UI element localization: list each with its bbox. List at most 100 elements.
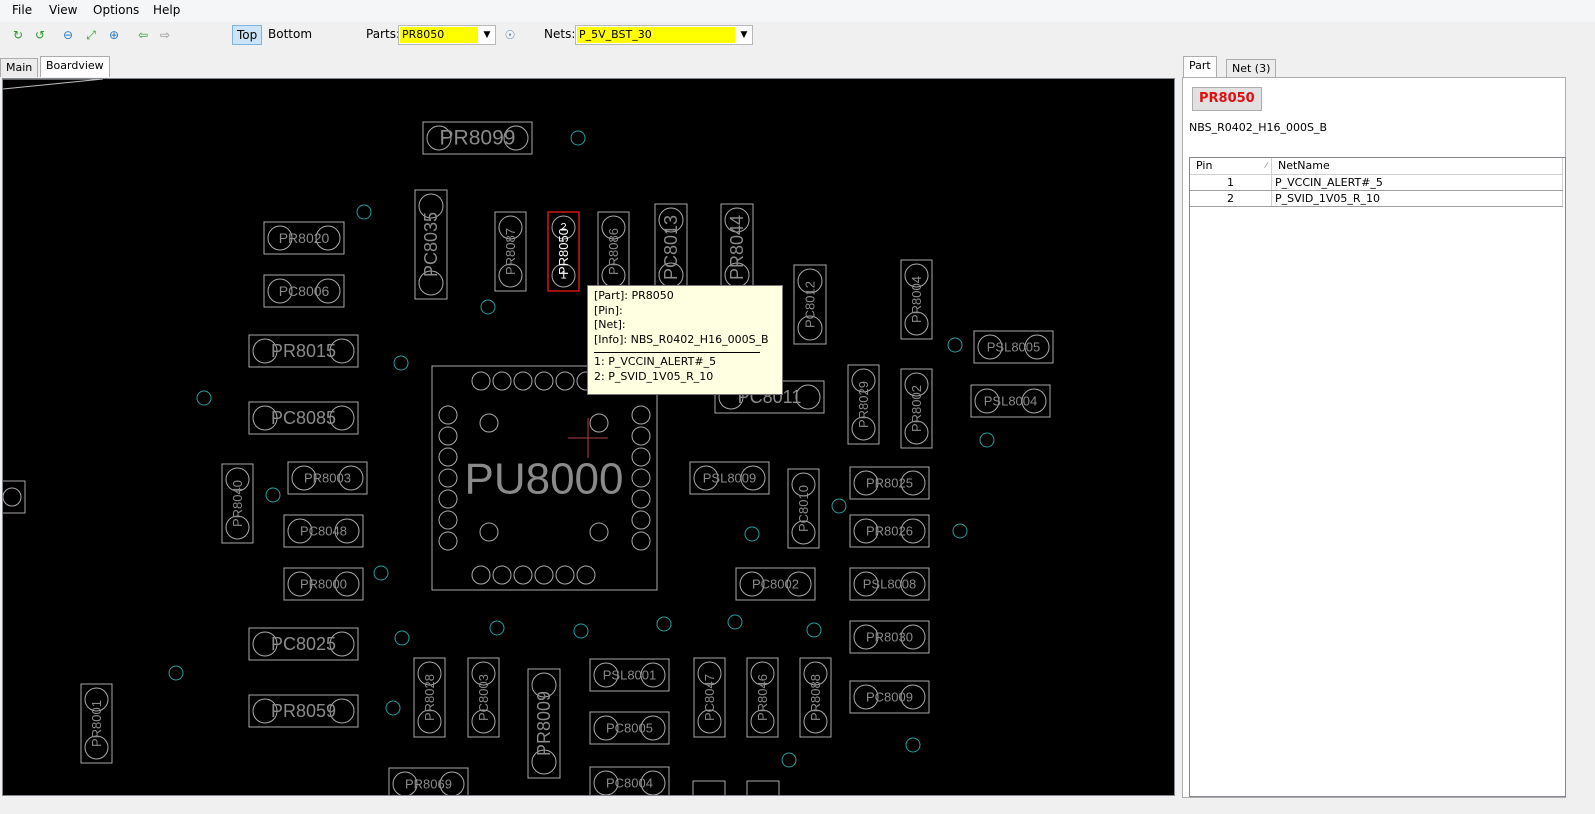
pad[interactable] bbox=[853, 470, 879, 496]
pad[interactable] bbox=[438, 510, 458, 530]
pad[interactable] bbox=[724, 207, 750, 233]
pad[interactable] bbox=[418, 270, 444, 296]
parts-combo[interactable]: PR8050 ▼ bbox=[398, 25, 496, 45]
component-pr8030[interactable]: PR8030 bbox=[849, 620, 930, 654]
pad[interactable] bbox=[589, 413, 609, 433]
pad[interactable] bbox=[640, 662, 666, 688]
via[interactable] bbox=[489, 620, 505, 636]
via[interactable] bbox=[373, 565, 389, 581]
component-partial[interactable] bbox=[692, 780, 726, 795]
component-pc8004[interactable]: PC8004 bbox=[589, 766, 670, 795]
pad[interactable] bbox=[853, 684, 879, 710]
component-pr8086[interactable]: PR8086 bbox=[597, 211, 630, 292]
pad[interactable] bbox=[252, 631, 278, 657]
component-pc8006[interactable]: PC8006 bbox=[263, 274, 345, 308]
component-pu8000[interactable]: PU8000 bbox=[431, 365, 658, 591]
pad[interactable] bbox=[438, 447, 458, 467]
pad[interactable] bbox=[1021, 388, 1047, 414]
component-pr8002[interactable]: PR8002 bbox=[900, 368, 933, 449]
pad[interactable] bbox=[225, 515, 250, 540]
pad[interactable] bbox=[697, 709, 722, 734]
component-pc8012[interactable]: PC8012 bbox=[793, 264, 827, 345]
via[interactable] bbox=[831, 498, 847, 514]
pad[interactable] bbox=[225, 467, 250, 492]
pad[interactable] bbox=[513, 371, 533, 391]
refresh-icon[interactable]: ↺ bbox=[34, 28, 46, 42]
pad[interactable] bbox=[551, 215, 576, 240]
via[interactable] bbox=[806, 622, 822, 638]
menu-options[interactable]: Options bbox=[93, 3, 140, 17]
pad[interactable] bbox=[471, 709, 496, 734]
pad[interactable] bbox=[900, 518, 926, 544]
component-pr8087[interactable]: PR8087 bbox=[494, 211, 527, 292]
pad[interactable] bbox=[593, 662, 619, 688]
pad[interactable] bbox=[438, 489, 458, 509]
zoom-fit-icon[interactable]: ⤢ bbox=[86, 28, 96, 42]
component-partial[interactable] bbox=[3, 480, 26, 514]
pad[interactable] bbox=[492, 371, 512, 391]
via[interactable] bbox=[744, 526, 760, 542]
via[interactable] bbox=[168, 665, 184, 681]
via[interactable] bbox=[385, 700, 401, 716]
pad[interactable] bbox=[803, 661, 828, 686]
pad[interactable] bbox=[803, 709, 828, 734]
component-pr8009[interactable]: PR8009 bbox=[527, 668, 561, 779]
pad[interactable] bbox=[471, 661, 496, 686]
pad[interactable] bbox=[853, 571, 879, 597]
component-pc8003[interactable]: PC8003 bbox=[467, 657, 500, 738]
pad[interactable] bbox=[513, 565, 533, 585]
via[interactable] bbox=[573, 623, 589, 639]
chevron-down-icon[interactable]: ▼ bbox=[740, 30, 748, 40]
via[interactable] bbox=[905, 737, 921, 753]
pad[interactable] bbox=[531, 749, 557, 775]
pad[interactable] bbox=[750, 709, 775, 734]
column-header-pin[interactable]: Pin ⁄ bbox=[1190, 158, 1272, 174]
component-psl8005[interactable]: PSL8005 bbox=[973, 330, 1054, 364]
component-pr8059[interactable]: PR8059 bbox=[248, 694, 359, 728]
pad[interactable] bbox=[900, 470, 926, 496]
pad[interactable] bbox=[900, 684, 926, 710]
pad[interactable] bbox=[287, 571, 313, 597]
pad[interactable] bbox=[797, 268, 823, 294]
component-pc8047[interactable]: PC8047 bbox=[693, 657, 726, 738]
pad[interactable] bbox=[418, 193, 444, 219]
pad[interactable] bbox=[438, 468, 458, 488]
component-pr8001[interactable]: PR8001 bbox=[80, 683, 113, 764]
via[interactable] bbox=[570, 130, 586, 146]
component-pr8044[interactable]: PR8044 bbox=[720, 203, 754, 292]
component-pr8003[interactable]: PR8003 bbox=[287, 461, 368, 495]
pad[interactable] bbox=[904, 372, 929, 397]
via[interactable] bbox=[480, 299, 496, 315]
component-pc8085[interactable]: PC8085 bbox=[248, 401, 359, 435]
pad[interactable] bbox=[84, 687, 109, 712]
pad[interactable] bbox=[291, 465, 317, 491]
pad[interactable] bbox=[593, 770, 619, 795]
pad[interactable] bbox=[252, 405, 278, 431]
pad[interactable] bbox=[904, 263, 929, 288]
pad[interactable] bbox=[338, 465, 364, 491]
via[interactable] bbox=[394, 630, 410, 646]
tab-net[interactable]: Net (3) bbox=[1226, 59, 1277, 78]
via[interactable] bbox=[656, 616, 672, 632]
pad[interactable] bbox=[750, 661, 775, 686]
pad[interactable] bbox=[900, 571, 926, 597]
component-pr8020[interactable]: PR8020 bbox=[263, 221, 345, 255]
pad[interactable] bbox=[555, 371, 575, 391]
pad[interactable] bbox=[329, 631, 355, 657]
nets-combo[interactable]: P_5V_BST_30 ▼ bbox=[575, 25, 753, 45]
pad[interactable] bbox=[555, 565, 575, 585]
pad[interactable] bbox=[740, 465, 766, 491]
pad[interactable] bbox=[503, 125, 529, 151]
pad[interactable] bbox=[84, 735, 109, 760]
component-pc8013[interactable]: PC8013 bbox=[654, 203, 688, 292]
pad[interactable] bbox=[267, 225, 293, 251]
zoom-in-icon[interactable]: ⊕ bbox=[108, 28, 120, 42]
pad[interactable] bbox=[417, 709, 442, 734]
component-pc8002[interactable]: PC8002 bbox=[735, 567, 816, 601]
pad[interactable] bbox=[791, 472, 816, 497]
pad[interactable] bbox=[851, 368, 876, 393]
component-psl8009[interactable]: PSL8009 bbox=[689, 461, 770, 495]
pad[interactable] bbox=[479, 522, 499, 542]
